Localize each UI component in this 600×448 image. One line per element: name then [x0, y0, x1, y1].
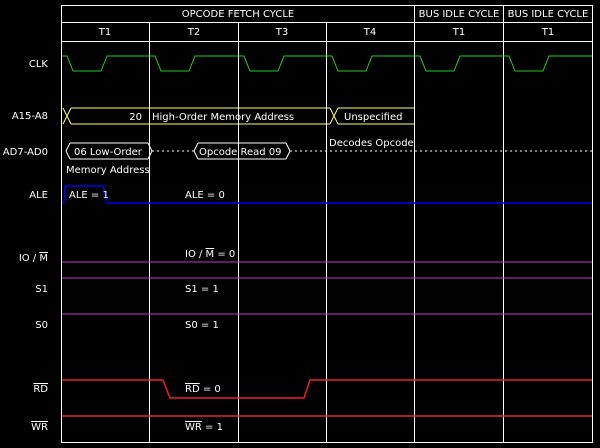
ale-low-value: ALE = 0	[185, 190, 225, 201]
wr-value: WR = 1	[185, 422, 223, 433]
s0-value: S0 = 1	[185, 320, 219, 331]
ad-opcode-read: Opcode Read 09	[199, 147, 282, 158]
state-label-t1-idle-2: T1	[541, 27, 554, 38]
cycle-label-bus-idle-2: BUS IDLE CYCLE	[508, 9, 589, 20]
signal-label-wr: WR	[31, 422, 48, 433]
cycle-label-bus-idle-1: BUS IDLE CYCLE	[419, 9, 500, 20]
cycle-label-opcode-fetch: OPCODE FETCH CYCLE	[182, 9, 294, 20]
signal-label-ad7-ad0: AD7-AD0	[3, 147, 48, 158]
signal-label-a15-a8: A15-A8	[12, 111, 48, 122]
state-label-t4: T4	[363, 27, 376, 38]
a15-value: 20	[129, 112, 142, 123]
state-label-t3: T3	[275, 27, 288, 38]
ale-high-value: ALE = 1	[69, 190, 109, 201]
io-m-value: IO / M = 0	[185, 249, 235, 260]
clk-waveform	[62, 55, 592, 72]
s1-value: S1 = 1	[185, 284, 219, 295]
ad-decodes-opcode: Decodes Opcode	[329, 138, 414, 149]
a15-unspecified: Unspecified	[344, 112, 402, 123]
signal-label-clk: CLK	[29, 59, 49, 70]
rd-waveform	[62, 379, 592, 399]
signal-label-s1: S1	[35, 284, 48, 295]
signal-label-rd: RD	[33, 384, 48, 395]
state-label-t1: T1	[98, 27, 111, 38]
rd-value: RD = 0	[185, 384, 221, 395]
state-label-t1-idle-1: T1	[452, 27, 465, 38]
ad-low-order-value: 06 Low-Order	[74, 147, 143, 158]
signal-label-s0: S0	[35, 320, 48, 331]
a15-a8-bus	[62, 107, 414, 125]
signal-label-ale: ALE	[29, 190, 48, 201]
a15-description: High-Order Memory Address	[152, 112, 294, 123]
ale-waveform	[62, 185, 592, 204]
ad-memory-address: Memory Address	[66, 165, 150, 176]
state-label-t2: T2	[187, 27, 200, 38]
signal-label-io-m: IO / M	[19, 253, 48, 264]
ad7-ad0-bus	[65, 142, 592, 160]
